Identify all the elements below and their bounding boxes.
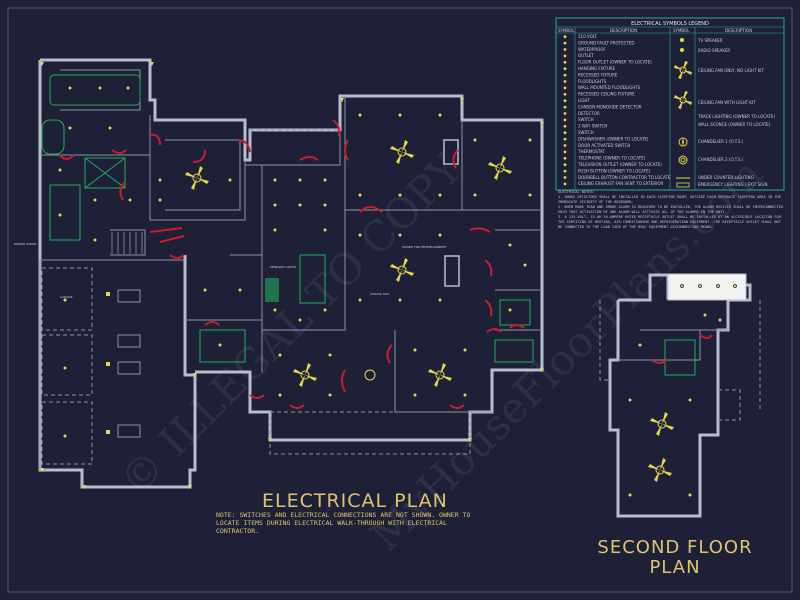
legend-item-label: LIGHT xyxy=(578,98,591,103)
notes-lines: 1. SMOKE DETECTORS SHALL BE INSTALLED IN… xyxy=(558,195,784,230)
legend-item-label: TRACK LIGHTING (OWNER TO LOCATE) xyxy=(697,114,775,119)
ceiling-fan-light-icon xyxy=(674,91,692,109)
legend-symbol-icon xyxy=(563,86,567,90)
legend-item-label: CARBON MONOXIDE DETECTOR xyxy=(578,104,642,109)
legend-item-label: SWITCH xyxy=(578,130,594,135)
legend-col-symbol-left: SYMBOL xyxy=(558,28,575,33)
ceiling-fan-icon xyxy=(488,156,512,180)
legend-item-label: THERMOSTAT xyxy=(577,149,605,154)
ceiling-fan-icon xyxy=(648,458,672,482)
electrical-plan-title: ELECTRICAL PLAN xyxy=(262,490,448,512)
power-tag: POWER FOR ENTERTAINMENT xyxy=(402,245,446,249)
pendant-tag: PENDANT LIGHTS xyxy=(270,265,296,269)
legend-item-label: CEILING FAN ONLY, NO LIGHT KIT xyxy=(698,68,764,73)
main-floor-plan: POWER SUPPLY GARAGE PENDANT LIGHTS POWER… xyxy=(14,58,544,489)
power-supply-label: POWER SUPPLY xyxy=(14,242,37,246)
ceiling-fan-icon xyxy=(293,363,317,387)
note-line: 2. WHEN MORE THAN ONE SMOKE ALARM IS REQ… xyxy=(558,205,784,214)
legend-symbol-icon xyxy=(563,67,567,71)
legend-item-label: DOOR ACTIVATED SWITCH xyxy=(578,143,630,148)
legend-item-label: TELEVISION OUTLET (OWNER TO LOCATE) xyxy=(577,162,662,167)
legend-symbol-icon xyxy=(563,112,567,115)
legend-symbol-icon xyxy=(563,150,567,154)
legend-symbol-icon xyxy=(563,131,567,135)
legend-item-label: SWITCH xyxy=(578,117,594,122)
legend-symbol-icon xyxy=(563,163,567,167)
ceiling-fan-icon xyxy=(674,61,692,79)
legend-symbol-icon xyxy=(563,156,567,160)
legend-item-label: 3 WAY SWITCH xyxy=(578,124,607,129)
legend-item-label: FLOOR OUTLET (OWNER TO LOCATE) xyxy=(578,60,652,65)
ceiling-fan-icon xyxy=(390,140,414,164)
legend-symbol-icon xyxy=(563,73,567,77)
legend-item-label: TV SPEAKER xyxy=(697,38,723,43)
notes-heading: ELECTRICAL NOTES: xyxy=(558,190,595,194)
legend-item-label: CEILING EXHAUST FAN VENT TO EXTERIOR xyxy=(578,181,664,186)
legend-item-label: 110 VOLT xyxy=(578,34,597,39)
legend-item-label: FLOODLIGHTS xyxy=(578,79,607,84)
legend-symbol-icon xyxy=(563,105,567,109)
legend-item-label: GROUND FAULT PROTECTED xyxy=(578,40,634,45)
legend-symbol-icon xyxy=(563,60,567,64)
legend-symbol-icon xyxy=(563,54,567,58)
ceiling-fan-icon xyxy=(390,258,414,282)
legend-title: ELECTRICAL SYMBOLS LEGEND xyxy=(631,21,709,27)
legend-item-label: OUTLET xyxy=(578,53,594,58)
ceiling-fan-icon xyxy=(650,412,674,436)
legend-col-description-left: DESCRIPTION xyxy=(610,28,637,33)
ceiling-fan-icon xyxy=(428,363,452,387)
legend-symbol-icon xyxy=(563,80,567,83)
legend-item-label: UNDER COUNTER LIGHTING xyxy=(698,175,754,180)
legend-item-label: CHANDELIER 1 (O.T.S.) xyxy=(698,139,744,144)
legend-item-label: WALL MOUNTED FLOODLIGHTS xyxy=(578,85,641,90)
legend-symbol-icon xyxy=(563,144,567,147)
legend-item-label: CHANDELIER 2 (O.T.S.) xyxy=(698,157,744,162)
legend-item-label: DOORBELL BUTTON CONTRACTOR TO LOCATE xyxy=(578,175,671,180)
sheet-border xyxy=(7,7,793,593)
legend-symbol-icon xyxy=(563,182,567,186)
legend-right-list: TV SPEAKER RADIO SPEAKER CEILING FAN ONLY,… xyxy=(697,38,775,187)
legend-col-symbol-right: SYMBOL xyxy=(673,28,690,33)
legend-symbol-icon xyxy=(563,41,567,45)
legend-item-label: WALL SCONCE (OWNER TO LOCATE) xyxy=(698,122,771,127)
legend-item-label: DISHWASHER (OWNER TO LOCATE) xyxy=(578,136,649,141)
legend-col-description-right: DESCRIPTION xyxy=(725,28,752,33)
ceiling-fan-icon xyxy=(185,166,209,190)
chandelier-icon xyxy=(678,137,688,147)
recessed-lights xyxy=(58,86,532,397)
legend-item-label: RADIO SPEAKER xyxy=(698,48,730,53)
legend-item-label: EMERGENCY LIGHTING / EXIT SIGN xyxy=(698,182,767,187)
legend-item-label: RECESSED FIXTURE xyxy=(578,72,618,77)
electrical-legend: ELECTRICAL SYMBOLS LEGEND SYMBOL DESCRIP… xyxy=(555,17,785,191)
legend-symbol-icon xyxy=(563,176,567,179)
legend-symbol-icon xyxy=(563,124,567,128)
legend-symbol-icon xyxy=(563,118,567,122)
legend-symbol-icon xyxy=(563,35,567,39)
legend-symbol-icon xyxy=(563,48,567,51)
note-line: 3. A 125-VOLT, 15-OR 20-AMPERE RATED REC… xyxy=(558,215,781,229)
legend-item-label: HANGING FIXTURE xyxy=(578,66,616,71)
legend-symbol-icon xyxy=(563,99,567,103)
legend-symbol-icon xyxy=(563,169,567,173)
chandelier-icon xyxy=(364,369,376,381)
legend-item-label: PUSH BUTTON (OWNER TO LOCATE) xyxy=(578,168,651,173)
legend-symbol-icon xyxy=(563,92,567,96)
legend-item-label: DETECTOR xyxy=(578,111,600,116)
fan-tag: CEILING FAN xyxy=(370,292,389,296)
second-floor-plan-title: SECOND FLOOR PLAN xyxy=(597,537,753,578)
legend-item-label: WATERPROOF xyxy=(578,47,606,52)
legend-symbol-icon xyxy=(563,137,567,141)
electrical-notes: ELECTRICAL NOTES: 1. SMOKE DETECTORS SHA… xyxy=(558,190,784,230)
note-line: 1. SMOKE DETECTORS SHALL BE INSTALLED IN… xyxy=(558,195,781,204)
legend-item-label: TELEPHONE (OWNER TO LOCATE) xyxy=(577,156,646,161)
legend-item-label: CEILING FAN WITH LIGHT KIT xyxy=(698,100,756,105)
garage-tag: GARAGE xyxy=(60,295,73,299)
legend-item-label: RECESSED CEILING FIXTURE xyxy=(578,92,635,97)
second-floor-plan xyxy=(599,273,761,518)
chandelier-2-icon xyxy=(678,155,688,165)
electrical-plan-note: NOTE: SWITCHES AND ELECTRICAL CONNECTION… xyxy=(216,511,471,535)
